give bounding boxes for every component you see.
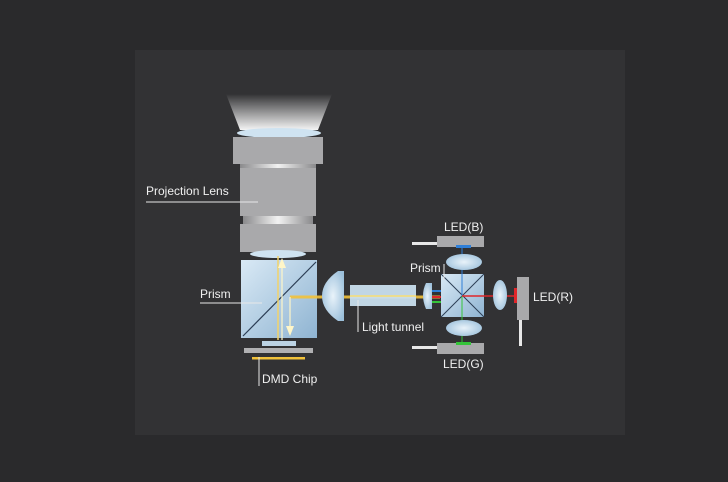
led-blue bbox=[412, 236, 484, 248]
led-green bbox=[412, 342, 484, 354]
led-red bbox=[514, 277, 529, 346]
light-cone bbox=[226, 94, 332, 130]
dmd-chip bbox=[244, 341, 313, 360]
background-panel bbox=[135, 50, 625, 435]
condenser-lens bbox=[322, 271, 344, 321]
lens-barrel-ring bbox=[243, 216, 313, 224]
label-light-tunnel: Light tunnel bbox=[362, 320, 424, 334]
label-prism-small: Prism bbox=[410, 261, 441, 275]
red-lens bbox=[493, 280, 507, 310]
lens-barrel-band bbox=[240, 164, 316, 168]
prism-diagonal bbox=[242, 261, 317, 337]
relay-lens bbox=[423, 283, 432, 309]
green-lens bbox=[446, 320, 482, 336]
front-lens-element bbox=[237, 128, 321, 138]
label-dmd-chip: DMD Chip bbox=[262, 372, 318, 386]
blue-lens bbox=[446, 254, 482, 270]
lens-barrel-top bbox=[233, 137, 323, 164]
label-led-r: LED(R) bbox=[533, 290, 573, 304]
x-cube-prism bbox=[440, 248, 518, 344]
projection-lens bbox=[226, 94, 332, 258]
tir-prism bbox=[241, 260, 317, 338]
label-led-g: LED(G) bbox=[443, 357, 484, 371]
label-led-b: LED(B) bbox=[444, 220, 483, 234]
arrow-up-icon bbox=[278, 258, 286, 268]
lens-barrel-body bbox=[240, 168, 316, 216]
label-prism-main: Prism bbox=[200, 287, 231, 301]
arrow-down-icon bbox=[286, 326, 294, 336]
label-projection-lens: Projection Lens bbox=[146, 184, 229, 198]
rear-lens-element bbox=[250, 250, 306, 258]
lens-barrel-bottom bbox=[240, 224, 316, 252]
